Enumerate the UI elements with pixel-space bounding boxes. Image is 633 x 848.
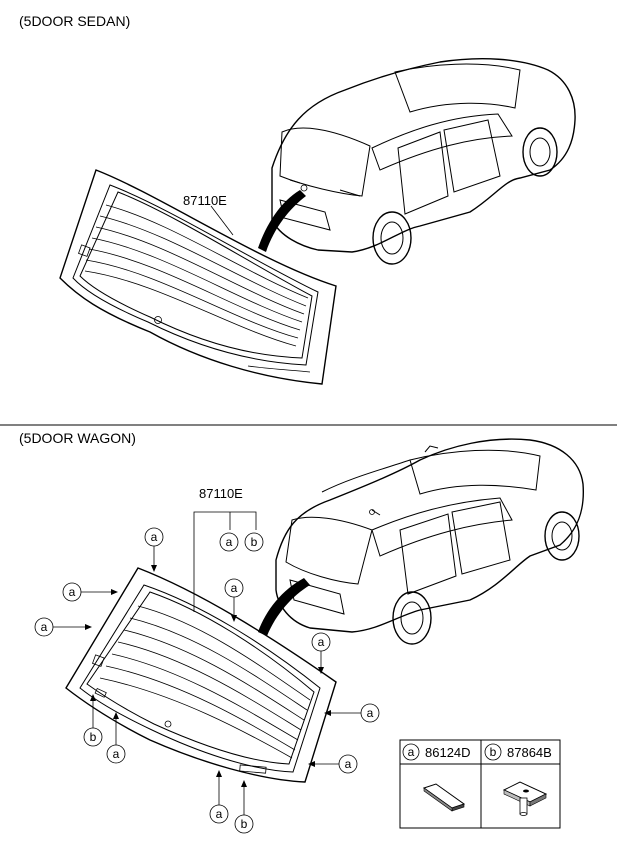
callout-a: a	[106, 712, 126, 764]
callout-a: a	[219, 532, 239, 552]
wagon-section-title: (5DOOR WAGON)	[19, 430, 136, 446]
sedan-part-leader	[210, 205, 234, 236]
legend-a-letter: a	[408, 745, 415, 759]
wagon-car-illustration	[275, 438, 585, 645]
wagon-location-arrow	[258, 578, 310, 636]
callout-a: a	[224, 578, 244, 622]
callout-a: a	[209, 770, 229, 824]
callout-a: a	[144, 527, 164, 572]
svg-text:a: a	[318, 635, 325, 649]
callout-a: a	[308, 754, 358, 774]
wagon-part-number: 87110E	[199, 486, 243, 501]
svg-text:a: a	[367, 706, 374, 720]
sedan-car-illustration	[271, 58, 576, 265]
callout-a: a	[34, 617, 92, 637]
svg-text:b: b	[90, 730, 97, 744]
callout-b: b	[244, 532, 264, 552]
svg-text:a: a	[113, 747, 120, 761]
callout-a: a	[62, 582, 118, 602]
part-b-stud-drawing	[502, 781, 548, 816]
sedan-section-title: (5DOOR SEDAN)	[19, 13, 130, 29]
legend-a-part-number: 86124D	[425, 745, 471, 760]
wagon-rear-glass	[65, 567, 337, 783]
svg-text:b: b	[241, 817, 248, 831]
sedan-rear-glass	[59, 169, 337, 385]
legend-b-letter: b	[490, 745, 497, 759]
wagon-part-bracket	[193, 511, 257, 612]
callout-a: a	[324, 703, 380, 723]
svg-text:a: a	[216, 807, 223, 821]
sedan-part-number: 87110E	[183, 193, 227, 208]
legend-table: a 86124D b 87864B	[399, 739, 561, 829]
svg-text:b: b	[251, 535, 258, 549]
svg-text:a: a	[345, 757, 352, 771]
legend-b-part-number: 87864B	[507, 745, 552, 760]
callout-a: a	[311, 632, 331, 674]
svg-text:a: a	[151, 530, 158, 544]
callout-b: b	[83, 694, 103, 747]
part-a-spacer-drawing	[422, 783, 466, 812]
callout-b: b	[234, 780, 254, 834]
svg-text:a: a	[69, 585, 76, 599]
sedan-location-arrow	[258, 190, 306, 252]
svg-text:a: a	[226, 535, 233, 549]
svg-text:a: a	[231, 581, 238, 595]
svg-text:a: a	[41, 620, 48, 634]
